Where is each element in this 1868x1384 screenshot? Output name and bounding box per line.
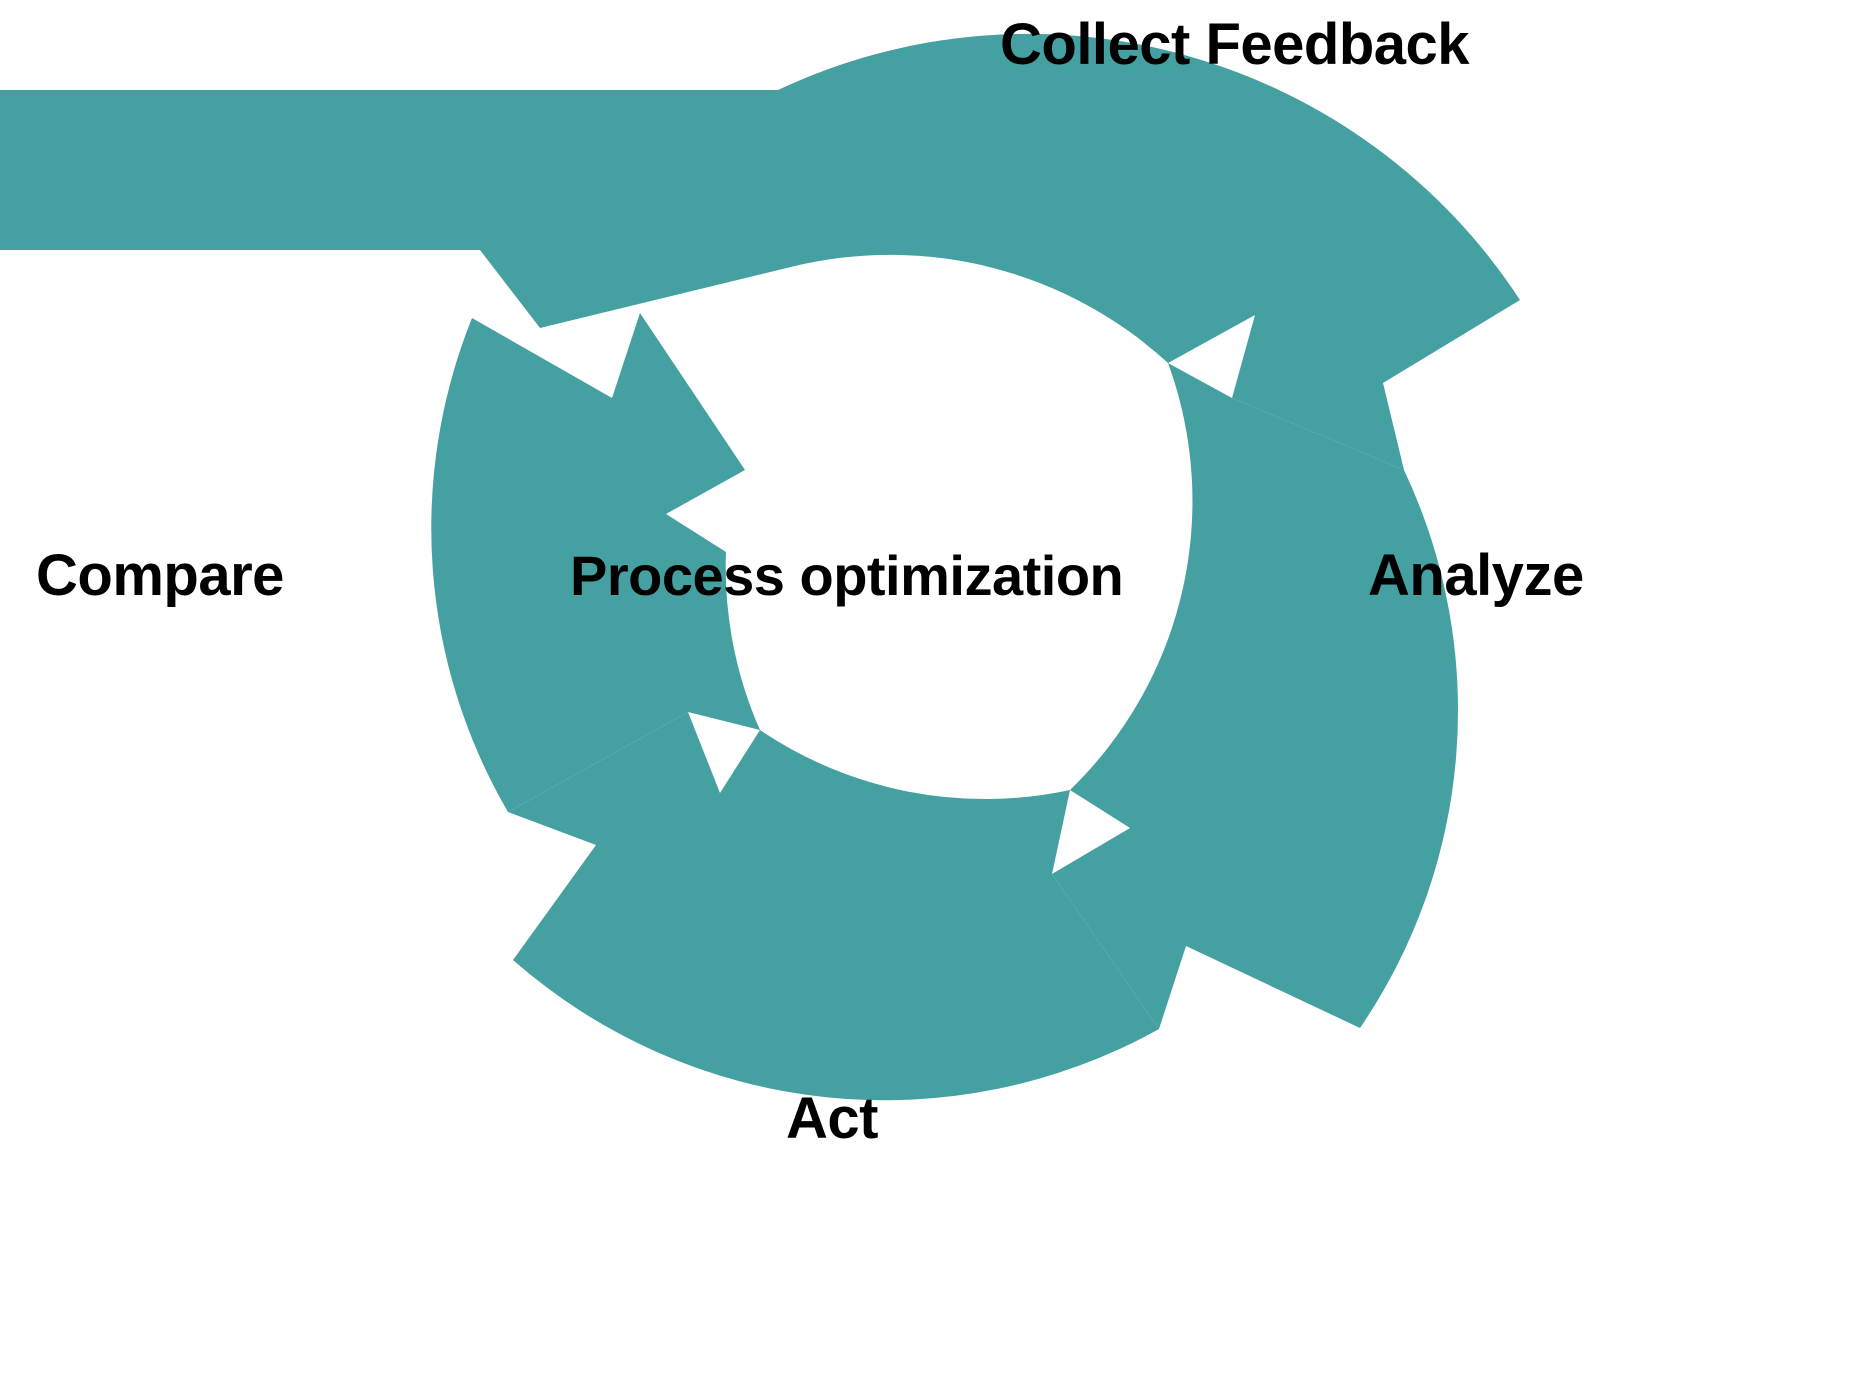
step-label-collect-feedback: Collect Feedback [1000, 12, 1470, 77]
segment-act [508, 712, 1159, 1101]
segment-compare [431, 313, 760, 812]
step-label-act: Act [786, 1086, 878, 1151]
inflow-tail-bar [0, 90, 790, 328]
step-label-analyze: Analyze [1368, 543, 1584, 608]
center-label: Process optimization [570, 544, 1124, 607]
segment-analyze [1052, 363, 1458, 1029]
step-label-compare: Compare [36, 543, 284, 608]
segment-collect-feedback [540, 33, 1520, 470]
